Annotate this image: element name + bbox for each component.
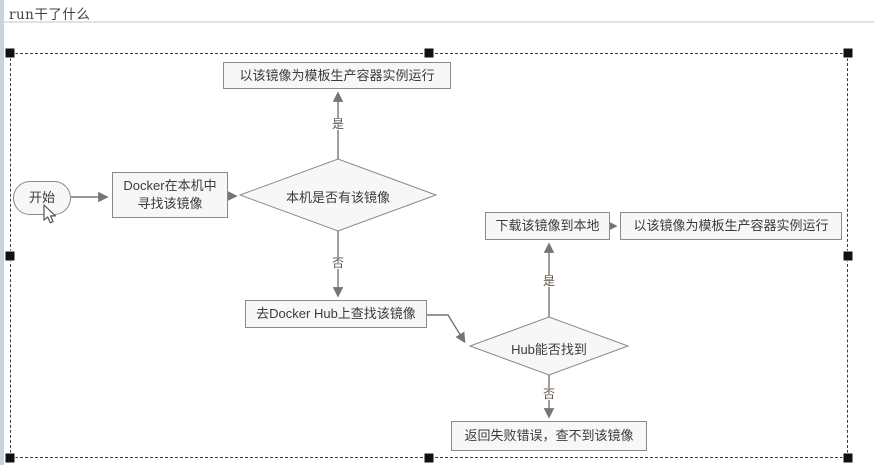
edge-label-local-no: 否	[329, 256, 347, 270]
selection-handle-bottom-center[interactable]	[424, 453, 434, 463]
selection-handle-top-right[interactable]	[843, 48, 853, 58]
node-docker-find-line2: 寻找该镜像	[137, 196, 203, 211]
node-fail-label: 返回失败错误，查不到该镜像	[464, 428, 634, 444]
node-docker-find-line1: Docker在本机中	[123, 178, 217, 194]
node-start-label: 开始	[28, 190, 55, 206]
left-gutter	[0, 0, 4, 465]
selection-handle-middle-right[interactable]	[843, 251, 853, 261]
selection-handle-middle-left[interactable]	[5, 251, 15, 261]
edge-label-hub-no: 否	[540, 387, 558, 401]
document-title[interactable]: run干了什么	[9, 7, 91, 23]
node-run-right-label: 以该镜像为模板生产容器实例运行	[633, 218, 829, 234]
node-local-check-label: 本机是否有该镜像	[285, 190, 390, 205]
edge-hub-search-to-hub-check	[427, 314, 466, 344]
node-download-label: 下载该镜像到本地	[495, 218, 600, 234]
node-fail: 返回失败错误，查不到该镜像	[451, 421, 647, 451]
node-run-top-label: 以该镜像为模板生产容器实例运行	[239, 67, 435, 83]
node-run-right: 以该镜像为模板生产容器实例运行	[620, 212, 842, 240]
node-run-top: 以该镜像为模板生产容器实例运行	[223, 62, 451, 89]
node-hub-search-label: 去Docker Hub上查找该镜像	[256, 306, 416, 322]
selection-handle-top-center[interactable]	[424, 48, 434, 58]
title-separator	[4, 21, 874, 23]
node-start: 开始	[13, 181, 71, 215]
edge-label-local-yes: 是	[329, 117, 347, 131]
mouse-cursor-icon	[43, 204, 57, 224]
selection-handle-top-left[interactable]	[5, 48, 15, 58]
node-download: 下载该镜像到本地	[485, 212, 610, 240]
node-hub-check-label: Hub能否找到	[511, 342, 587, 357]
node-hub-search: 去Docker Hub上查找该镜像	[245, 300, 427, 328]
selection-handle-bottom-right[interactable]	[843, 453, 853, 463]
node-docker-find: Docker在本机中 寻找该镜像	[112, 172, 228, 218]
edge-label-hub-yes: 是	[540, 274, 558, 288]
selection-handle-bottom-left[interactable]	[5, 453, 15, 463]
